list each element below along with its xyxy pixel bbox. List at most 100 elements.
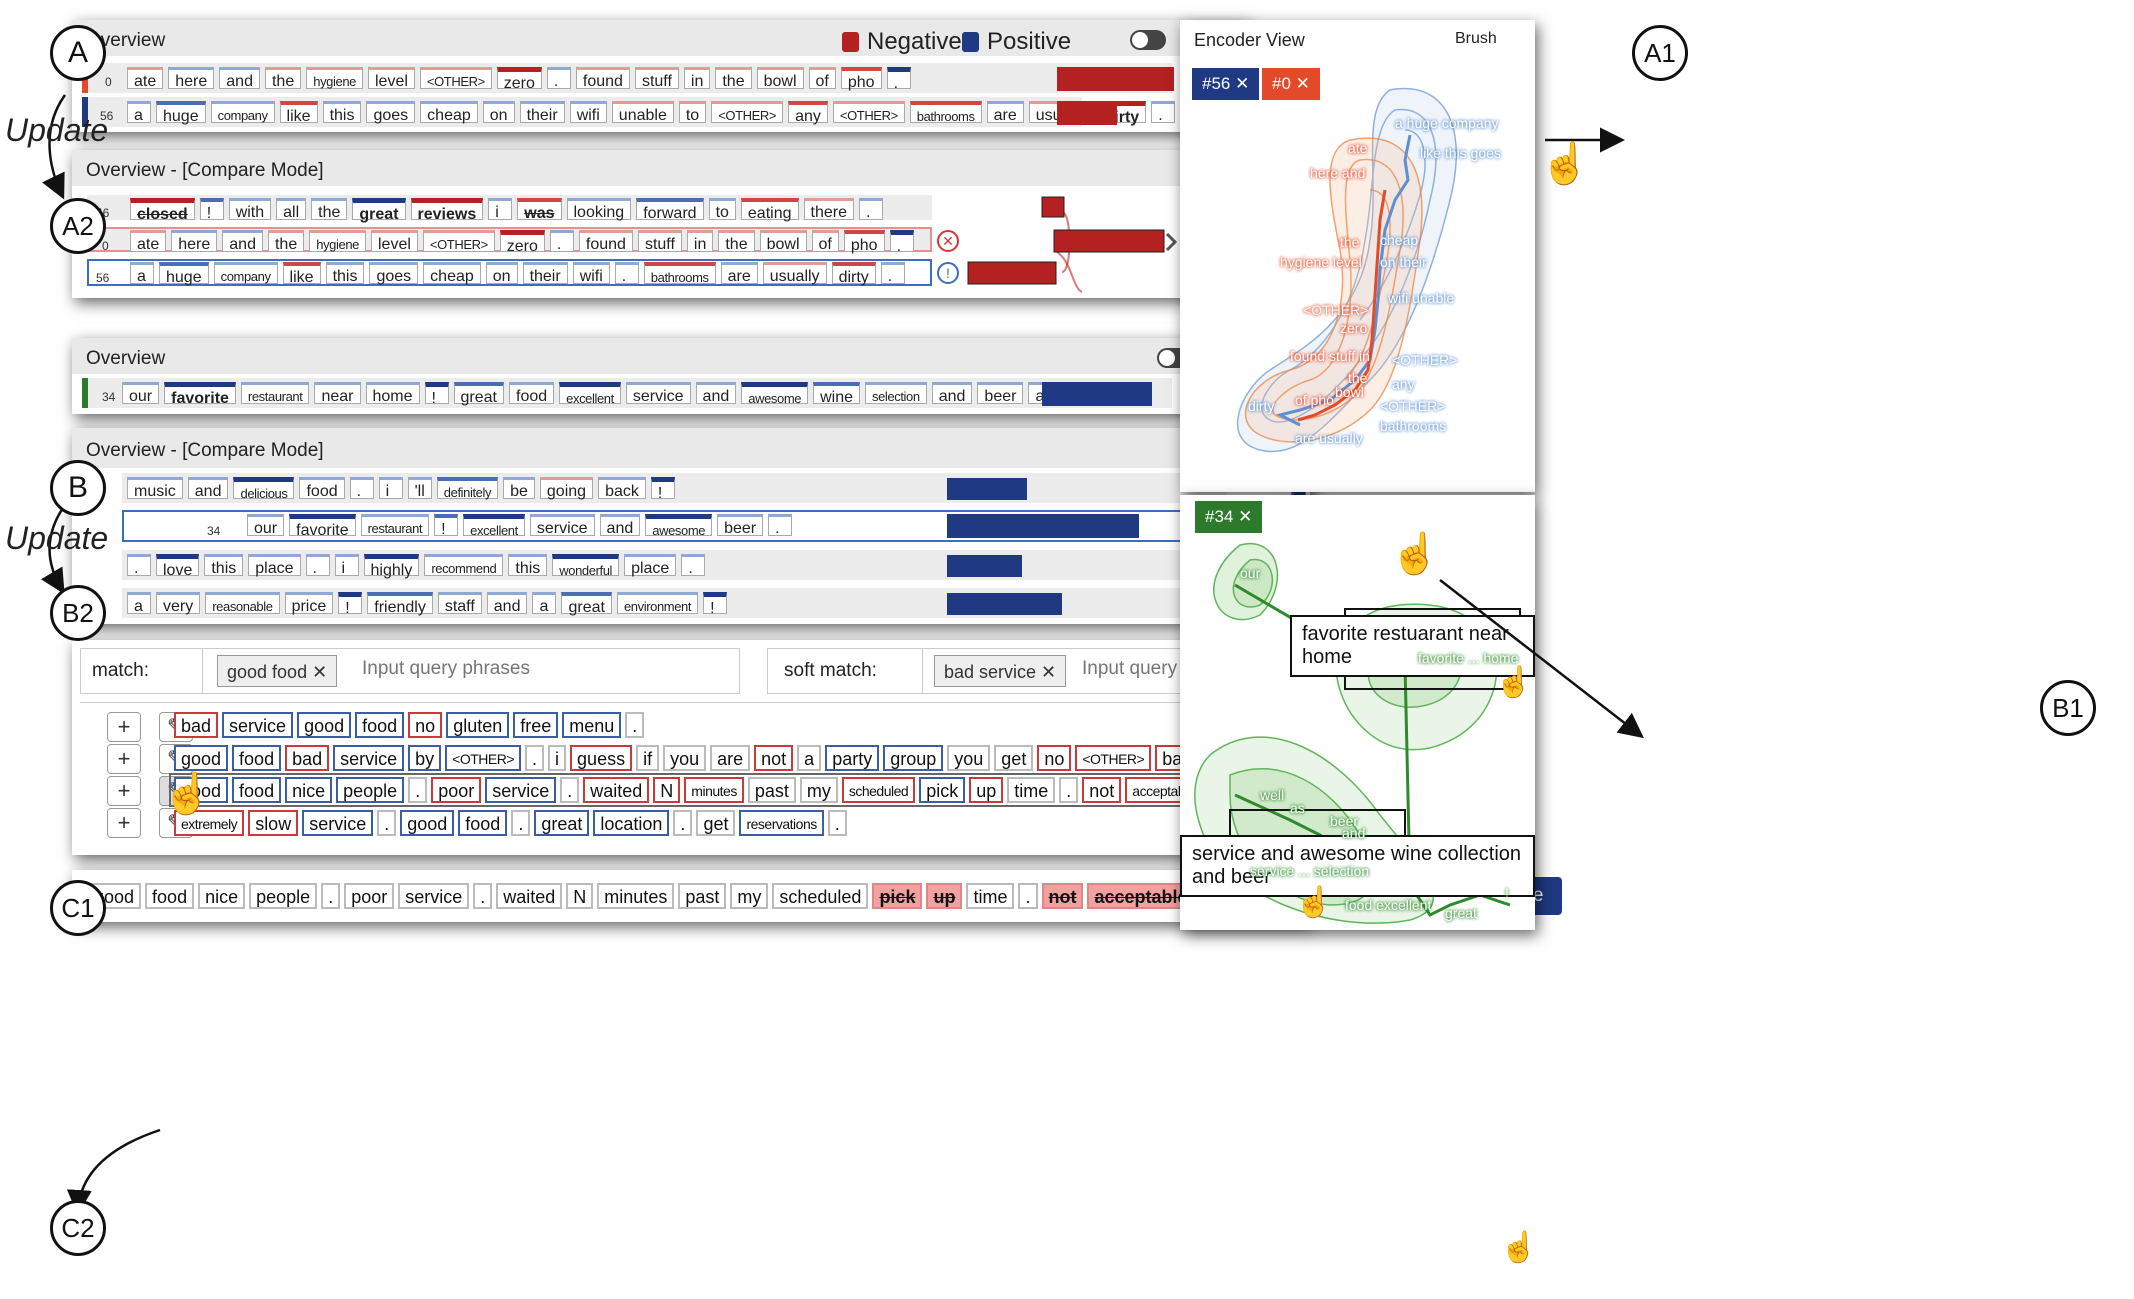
word-token[interactable]: favorite	[164, 382, 236, 407]
match-chip-good-food[interactable]: good food ✕	[217, 655, 338, 687]
word-token[interactable]: zero	[499, 230, 545, 255]
word-token[interactable]: this	[508, 554, 548, 577]
word-token[interactable]: closed	[130, 198, 195, 223]
result-token[interactable]: pick	[919, 777, 966, 803]
result-token[interactable]: food	[232, 777, 282, 803]
result-token[interactable]: good	[400, 810, 455, 836]
result-token[interactable]: up	[969, 777, 1004, 803]
word-token[interactable]: are	[720, 262, 758, 285]
word-token[interactable]: restaurant	[360, 514, 430, 536]
word-token[interactable]: restaurant	[240, 382, 310, 404]
add-button[interactable]: +	[107, 712, 141, 742]
result-token[interactable]: minutes	[684, 777, 744, 803]
word-token[interactable]: hygiene	[309, 230, 366, 252]
word-token[interactable]: huge	[159, 262, 209, 286]
toggle-switch[interactable]	[1130, 30, 1166, 50]
edit-token[interactable]: waited	[496, 883, 563, 909]
edit-token[interactable]: .	[321, 883, 341, 909]
word-token[interactable]: music	[127, 477, 183, 500]
edit-token[interactable]: my	[730, 883, 769, 909]
word-token[interactable]: the	[311, 198, 348, 221]
edit-token[interactable]: scheduled	[772, 883, 869, 909]
word-token[interactable]: <OTHER>	[832, 101, 905, 123]
word-token[interactable]: on	[482, 101, 515, 124]
word-token[interactable]: pho	[843, 230, 885, 254]
word-token[interactable]: our	[247, 514, 285, 537]
word-token[interactable]: <OTHER>	[422, 230, 495, 252]
result-token[interactable]: location	[593, 810, 670, 836]
result-token[interactable]: extremely	[174, 810, 245, 836]
close-icon[interactable]: ✕	[1235, 74, 1250, 93]
word-token[interactable]: favorite	[289, 514, 356, 539]
result-token[interactable]: past	[747, 777, 796, 803]
word-token[interactable]: price	[284, 592, 334, 615]
tag-34[interactable]: #34 ✕	[1195, 501, 1263, 533]
result-token[interactable]: bad	[285, 745, 330, 771]
word-token[interactable]: !	[434, 514, 459, 538]
word-token[interactable]: and	[219, 67, 260, 90]
edit-token[interactable]: .	[473, 883, 493, 909]
result-token[interactable]: slow	[248, 810, 299, 836]
result-token[interactable]: N	[653, 777, 681, 803]
result-token[interactable]: get	[696, 810, 736, 836]
word-token[interactable]: any	[788, 101, 828, 125]
match-input[interactable]	[362, 658, 722, 680]
edit-token[interactable]: N	[566, 883, 594, 909]
word-token[interactable]: wifi	[572, 262, 610, 285]
edit-token[interactable]: past	[678, 883, 727, 909]
word-token[interactable]: home	[365, 382, 420, 405]
result-token[interactable]: nice	[285, 777, 333, 803]
result-token[interactable]: not	[1082, 777, 1122, 803]
word-token[interactable]: excellent	[463, 514, 525, 538]
word-token[interactable]: be	[503, 477, 535, 500]
tag-56[interactable]: #56 ✕	[1192, 68, 1260, 100]
result-token[interactable]: no	[1037, 745, 1072, 771]
word-token[interactable]: found	[575, 67, 630, 90]
result-token[interactable]: service	[333, 745, 405, 771]
word-token[interactable]: this	[325, 262, 365, 285]
result-token[interactable]: acceptable	[1125, 777, 1203, 803]
result-token[interactable]: not	[754, 745, 794, 771]
word-token[interactable]: selection	[865, 382, 927, 404]
removed-token[interactable]: pick	[872, 883, 923, 909]
edit-token[interactable]: service	[398, 883, 470, 909]
result-token[interactable]: get	[994, 745, 1034, 771]
word-token[interactable]: service	[529, 514, 595, 537]
word-token[interactable]: like	[282, 262, 321, 286]
word-token[interactable]: food	[299, 477, 345, 500]
add-button[interactable]: +	[107, 744, 141, 774]
result-token[interactable]: service	[485, 777, 557, 803]
word-token[interactable]: .	[349, 477, 374, 500]
word-token[interactable]: beer	[977, 382, 1024, 405]
word-token[interactable]: a	[130, 262, 154, 285]
result-token[interactable]: bad	[174, 712, 219, 738]
word-token[interactable]: .	[549, 230, 574, 253]
result-token[interactable]: you	[947, 745, 991, 771]
word-token[interactable]: stuff	[637, 230, 682, 253]
word-token[interactable]: going	[539, 477, 594, 500]
word-token[interactable]: cheap	[423, 262, 481, 285]
word-token[interactable]: in	[683, 67, 711, 90]
result-token[interactable]: food	[355, 712, 405, 738]
word-token[interactable]: ate	[130, 230, 167, 253]
word-token[interactable]: ate	[127, 67, 164, 90]
word-token[interactable]: in	[686, 230, 714, 253]
word-token[interactable]: wifi	[569, 101, 607, 124]
word-token[interactable]: excellent	[559, 382, 621, 406]
word-token[interactable]: i	[334, 554, 359, 577]
word-token[interactable]: environment	[616, 592, 699, 614]
word-token[interactable]: near	[314, 382, 361, 405]
remove-icon[interactable]: ✕	[937, 230, 959, 252]
word-token[interactable]: .	[127, 554, 151, 577]
close-icon[interactable]: ✕	[1295, 74, 1310, 93]
word-token[interactable]: wine	[813, 382, 860, 406]
edit-token[interactable]: time	[966, 883, 1015, 909]
result-token[interactable]: group	[883, 745, 944, 771]
result-token[interactable]: are	[710, 745, 751, 771]
result-token[interactable]: .	[1059, 777, 1079, 803]
word-token[interactable]: highly	[363, 554, 420, 579]
word-token[interactable]: staff	[437, 592, 482, 615]
word-token[interactable]: and	[695, 382, 737, 405]
